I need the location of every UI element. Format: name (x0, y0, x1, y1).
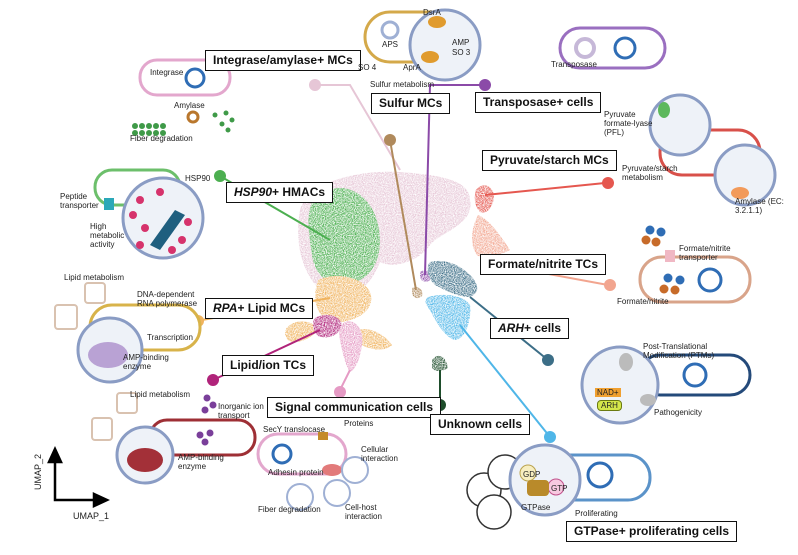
annot-dsra: DsrA (423, 8, 441, 17)
cluster-rpa-blob-3 (355, 329, 392, 350)
cartoon-gtpase (466, 443, 652, 530)
annot-transposase: Transposase (551, 60, 597, 69)
cartoon-sulfur (363, 8, 482, 82)
annot-hsp90: HSP90 (185, 174, 211, 183)
annot-amp-binding-enzyme-2: AMP-binding enzyme (178, 453, 224, 471)
cluster-arh-blob (427, 260, 478, 297)
annot-amylase: Amylase (174, 101, 205, 110)
annot-gtpase: GTPase (521, 503, 551, 512)
annot-gtp: GTP (551, 484, 568, 493)
annot-aps: APS (382, 40, 399, 49)
annot-ptms: Post-Translational Modification (PTMs) (643, 342, 715, 360)
annot-lipid-metabolism: Lipid metabolism (64, 273, 125, 282)
axis-label-umap2: UMAP_2 (33, 453, 43, 490)
label-lipid-ion-tcs: Lipid/ion TCs (222, 355, 314, 376)
label-hsp90-gene: HSP90 (234, 185, 273, 199)
annot-pfl: Pyruvate formate-lyase (PFL) (604, 110, 653, 137)
umap-2-arrowhead (47, 446, 63, 464)
label-sulfur-mcs: Sulfur MCs (371, 93, 451, 114)
annot-lipid-metabolism-2: Lipid metabolism (130, 390, 191, 399)
label-rpa-lipid-mcs: RPA+ Lipid MCs (205, 298, 314, 319)
annot-amp: AMP (452, 38, 470, 47)
umap-axis-lines (53, 460, 95, 502)
cluster-pyruvate-blob (474, 185, 494, 213)
annot-gdp: GDP (523, 470, 541, 479)
annot-amp-binding-enzyme: AMP-binding enzyme (123, 353, 169, 371)
cluster-sulfur-blob (412, 287, 423, 299)
label-arh-rest: + cells (524, 321, 562, 335)
annot-formate-transporter: Formate/nitrite transporter (679, 244, 731, 262)
annot-adhesin-protein: Adhesin protein (268, 468, 324, 477)
annot-sulfur-metabolism: Sulfur metabolism (370, 80, 435, 89)
cluster-transposase-blob (420, 270, 431, 282)
annot-peptide-transporter: Peptide transporter (60, 192, 99, 210)
annot-so4: SO 4 (358, 63, 377, 72)
label-gtpase-proliferating-cells: GTPase+ proliferating cells (566, 521, 738, 542)
annot-so3: SO 3 (452, 48, 471, 57)
label-signal-communication-cells: Signal communication cells (267, 397, 442, 418)
cluster-rpa-blob (315, 276, 372, 323)
annot-proliferating: Proliferating (575, 509, 618, 518)
umap-1-arrowhead (92, 492, 110, 508)
annot-transcription: Transcription (147, 333, 193, 342)
annot-secy-translocase: SecY translocase (263, 425, 326, 434)
annot-nad: NAD+ (595, 388, 621, 397)
cluster-hsp90-blob (308, 187, 380, 284)
cluster-unknown-blob (432, 355, 448, 371)
label-arh-gene: ARH (498, 321, 524, 335)
cartoon-formate (638, 225, 752, 304)
annot-cell-host-interaction: Cell-host interaction (345, 503, 382, 521)
annot-pyruvate-starch-metabolism: Pyruvate/starch metabolism (622, 164, 678, 182)
label-transposase-cells: Transposase+ cells (475, 92, 602, 113)
label-unknown-cells: Unknown cells (430, 414, 531, 435)
cartoon-lipidion (91, 392, 257, 485)
annot-inorganic-ion-transport: Inorganic ion transport (218, 402, 264, 420)
cartoon-signal (256, 432, 369, 511)
cluster-lipidion-blob (313, 314, 342, 338)
annot-rna-polymerase: DNA-dependent RNA polymerase (137, 290, 198, 308)
umap-axes (47, 446, 110, 508)
annot-fiber-degradation: Fiber degradation (130, 134, 193, 143)
cluster-signal-blob (339, 321, 363, 372)
cartoon-hsp90 (93, 168, 205, 260)
label-rpa-rest: + Lipid MCs (237, 301, 306, 315)
cluster-formate-blob (472, 215, 510, 257)
label-rpa-gene: RPA (213, 301, 238, 315)
annot-pathogenicity: Pathogenicity (654, 408, 703, 417)
label-integrase-amylase-mcs: Integrase/amylase+ MCs (205, 50, 361, 71)
annot-high-metabolic-activity: High metabolic activity (90, 222, 125, 249)
label-hsp90-hmacs: HSP90+ HMACs (226, 182, 334, 203)
cartoon-rpa (54, 282, 202, 384)
annot-cellular-interaction: Cellular interaction (361, 445, 398, 463)
cluster-gtpase-blob (425, 294, 471, 340)
cluster-rpa-blob-2 (285, 321, 318, 342)
label-hsp90-rest: + HMACs (272, 185, 326, 199)
annot-formate-nitrite: Formate/nitrite (617, 297, 669, 306)
annot-amylase-ec: Amylase (EC: 3.2.1.1) (735, 197, 784, 215)
axis-label-umap1: UMAP_1 (73, 511, 110, 521)
cartoon-pyruvate (648, 93, 777, 207)
annot-integrase: Integrase (150, 68, 184, 77)
label-arh-cells: ARH+ cells (490, 318, 570, 339)
annot-apra: AprA (403, 63, 421, 72)
label-formate-nitrite-tcs: Formate/nitrite TCs (480, 254, 607, 275)
annot-proteins: Proteins (344, 419, 374, 428)
label-pyruvate-starch-mcs: Pyruvate/starch MCs (482, 150, 617, 171)
annot-fiber-degradation-2: Fiber degradation (258, 505, 321, 514)
cartoon-transposase (558, 26, 667, 70)
annot-arh: ARH (597, 400, 622, 411)
